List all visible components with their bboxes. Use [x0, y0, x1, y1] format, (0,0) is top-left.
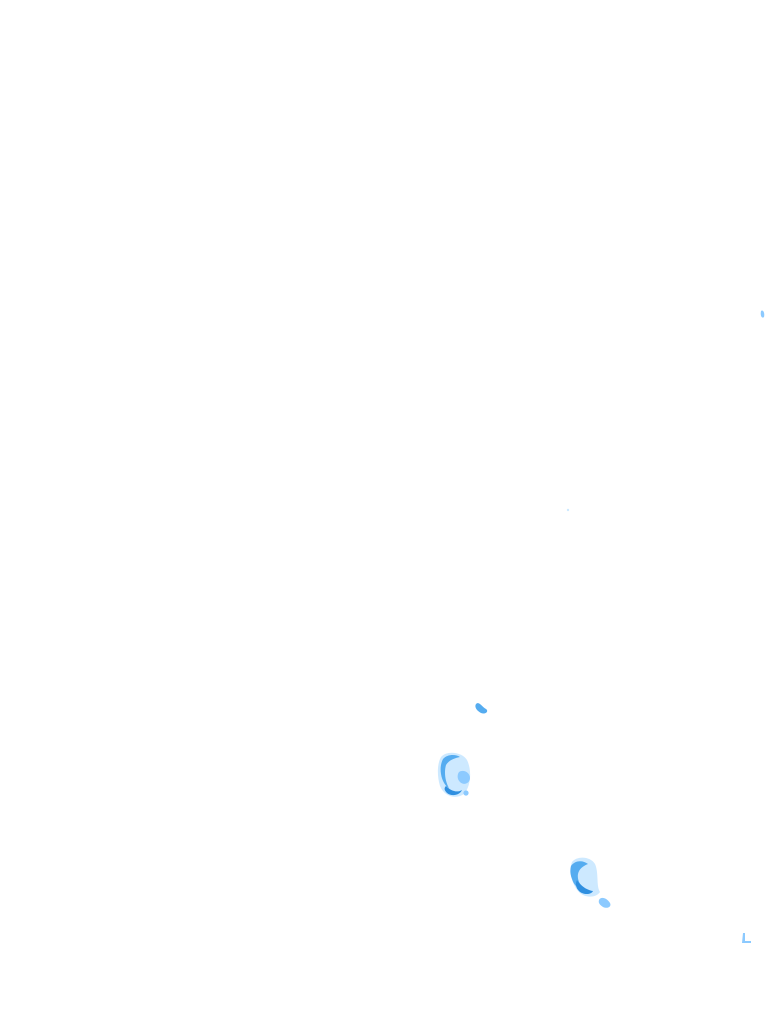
precip-speck-mid	[566, 508, 570, 512]
precip-cell-upper	[475, 703, 488, 714]
precip-cell-bottom-right	[742, 933, 751, 943]
precip-cell-right-edge	[760, 310, 765, 318]
precip-cluster-right	[570, 857, 611, 908]
precip-cluster-left	[437, 752, 471, 797]
